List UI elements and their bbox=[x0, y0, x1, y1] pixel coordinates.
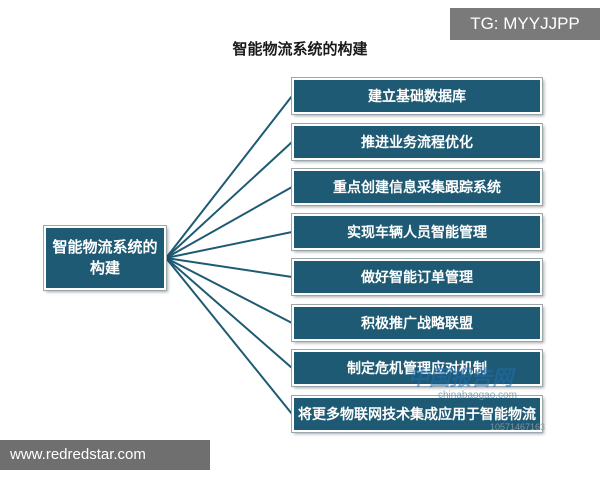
branch-node: 积极推广战略联盟 bbox=[291, 304, 543, 342]
root-node: 智能物流系统的构建 bbox=[43, 225, 167, 291]
branch-node: 制定危机管理应对机制 bbox=[291, 349, 543, 387]
connector-line bbox=[165, 231, 293, 259]
branch-node: 建立基础数据库 bbox=[291, 77, 543, 115]
branch-node: 重点创建信息采集跟踪系统 bbox=[291, 168, 543, 206]
branch-node: 做好智能订单管理 bbox=[291, 258, 543, 296]
connector-line bbox=[165, 257, 293, 369]
connector-line bbox=[165, 186, 293, 259]
connector-line bbox=[165, 257, 293, 324]
branch-node: 推进业务流程优化 bbox=[291, 123, 543, 161]
connector-line bbox=[165, 257, 293, 415]
watermark-brand: 中国报告网 bbox=[408, 366, 513, 390]
footer-url: www.redredstar.com bbox=[0, 440, 210, 470]
branch-node: 实现车辆人员智能管理 bbox=[291, 213, 543, 251]
connector-line bbox=[165, 95, 293, 259]
connector-line bbox=[165, 257, 293, 278]
watermark-site: chinabaogao.com bbox=[438, 390, 517, 401]
diagram-title: 智能物流系统的构建 bbox=[232, 40, 368, 58]
tag-label: TG: MYYJJPP bbox=[450, 8, 600, 40]
branch-node: 将更多物联网技术集成应用于智能物流 bbox=[291, 395, 543, 433]
connector-line bbox=[165, 141, 293, 259]
watermark-id: 10571467163 bbox=[490, 422, 546, 432]
